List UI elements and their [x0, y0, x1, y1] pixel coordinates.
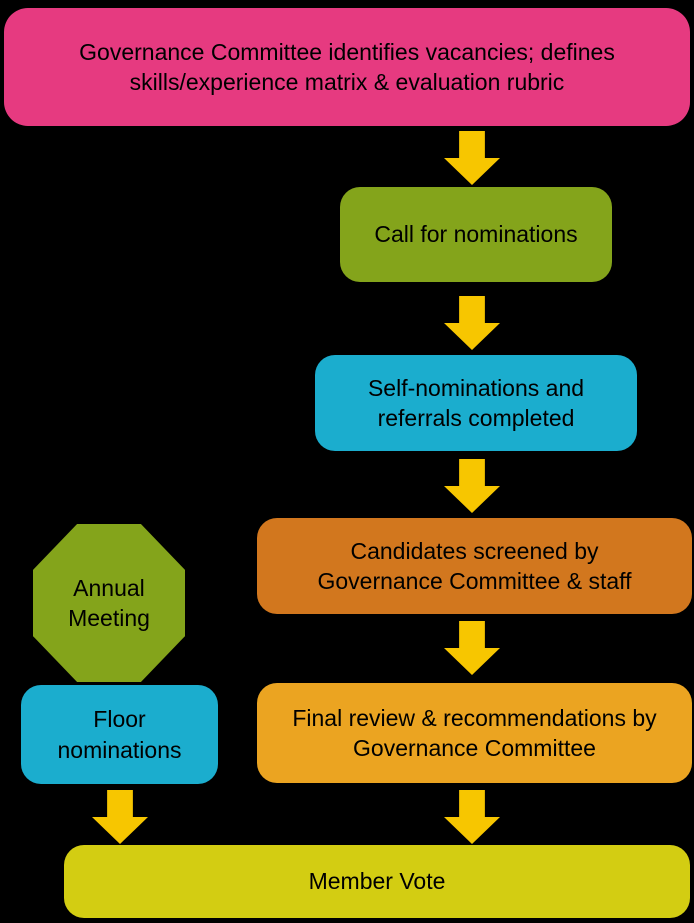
node-final-review: Final review & recommendations by Govern…	[257, 683, 692, 783]
node-member-vote: Member Vote	[64, 845, 690, 918]
node-label: Annual Meeting	[68, 574, 150, 631]
node-annual-meeting: Annual Meeting	[33, 524, 185, 682]
node-governance-committee: Governance Committee identifies vacancie…	[4, 8, 690, 126]
node-self-nominations: Self-nominations and referrals completed	[315, 355, 637, 451]
down-arrow-icon	[444, 459, 500, 513]
node-label: Member Vote	[308, 868, 446, 895]
node-floor-nominations: Floor nominations	[21, 685, 218, 784]
node-label: Governance Committee identifies vacancie…	[79, 38, 615, 95]
node-label: Final review & recommendations by Govern…	[292, 704, 657, 761]
node-label: Floor nominations	[57, 706, 182, 763]
node-label: Call for nominations	[374, 221, 578, 248]
down-arrow-icon	[444, 131, 500, 185]
node-label: Candidates screened by Governance Commit…	[317, 537, 632, 594]
down-arrow-icon	[92, 790, 148, 844]
node-call-for-nominations: Call for nominations	[340, 187, 612, 282]
node-candidates-screened: Candidates screened by Governance Commit…	[257, 518, 692, 614]
down-arrow-icon	[444, 621, 500, 675]
down-arrow-icon	[444, 296, 500, 350]
down-arrow-icon	[444, 790, 500, 844]
node-label: Self-nominations and referrals completed	[367, 374, 585, 431]
